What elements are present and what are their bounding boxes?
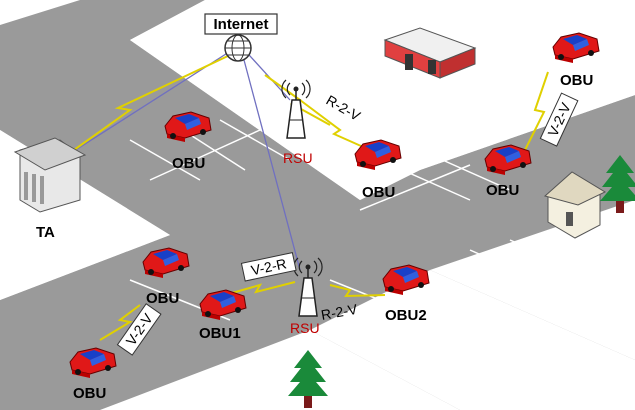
v2r-label-box: V-2-R (240, 252, 297, 282)
obu1-label: OBU1 (199, 325, 241, 342)
ta-building-icon (13, 137, 87, 213)
v2r-label: V-2-R (250, 255, 288, 278)
wireless-links (59, 54, 549, 341)
rsu-bottom-label: RSU (290, 320, 320, 336)
obu-left-mid-label: OBU (146, 290, 179, 307)
obu-center-label: OBU (362, 184, 395, 201)
ta-label: TA (36, 224, 55, 241)
internet-label: Internet (213, 16, 268, 33)
obu2-label: OBU2 (385, 307, 427, 324)
obu-bottom-left-label: OBU (73, 385, 106, 402)
rsu-top-label: RSU (283, 150, 313, 166)
house-icon (543, 171, 607, 239)
obu-top-left-label: OBU (172, 155, 205, 172)
r2v-bottom-label: R-2-V (320, 301, 359, 323)
obu-right-mid-label: OBU (486, 182, 519, 199)
gas-station-icon (383, 27, 477, 79)
internet-globe-icon (224, 34, 252, 62)
internet-label-box (204, 13, 278, 35)
obu-far-right-label: OBU (560, 72, 593, 89)
tree-icon (288, 350, 328, 408)
